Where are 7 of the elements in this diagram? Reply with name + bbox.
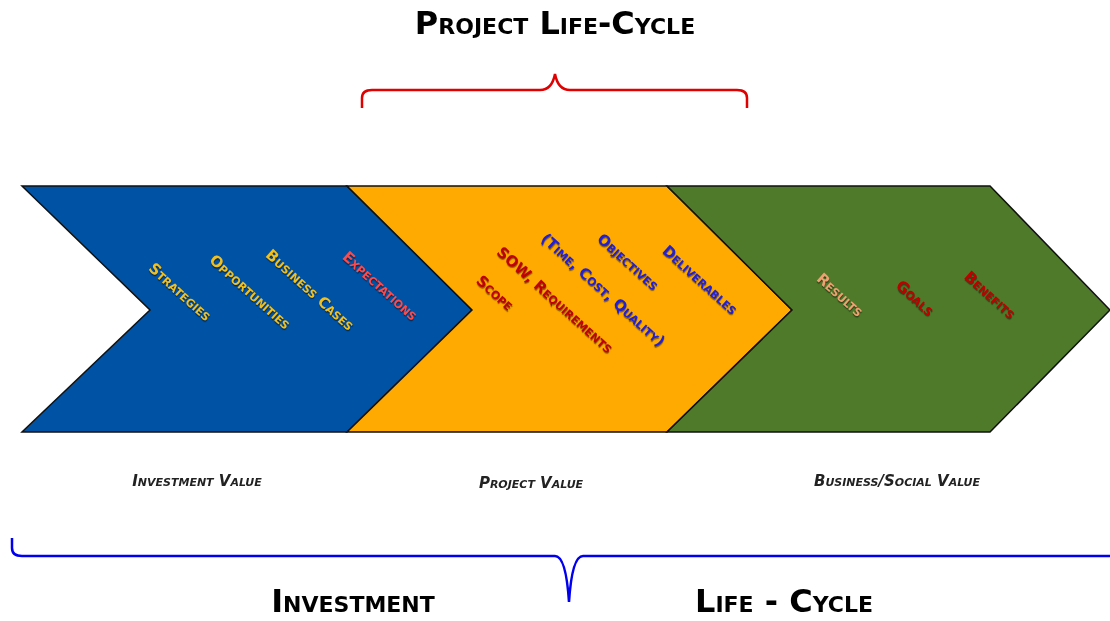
stage-caption: Business/Social Value <box>813 472 981 490</box>
stage-caption: Project Value <box>478 474 584 492</box>
heading-text: Investment <box>271 582 435 620</box>
chevron-shape <box>22 186 472 432</box>
heading-text: Life - Cycle <box>695 582 873 620</box>
title: Project Life-Cycle <box>414 4 696 42</box>
stage-caption: Investment Value <box>132 472 262 490</box>
